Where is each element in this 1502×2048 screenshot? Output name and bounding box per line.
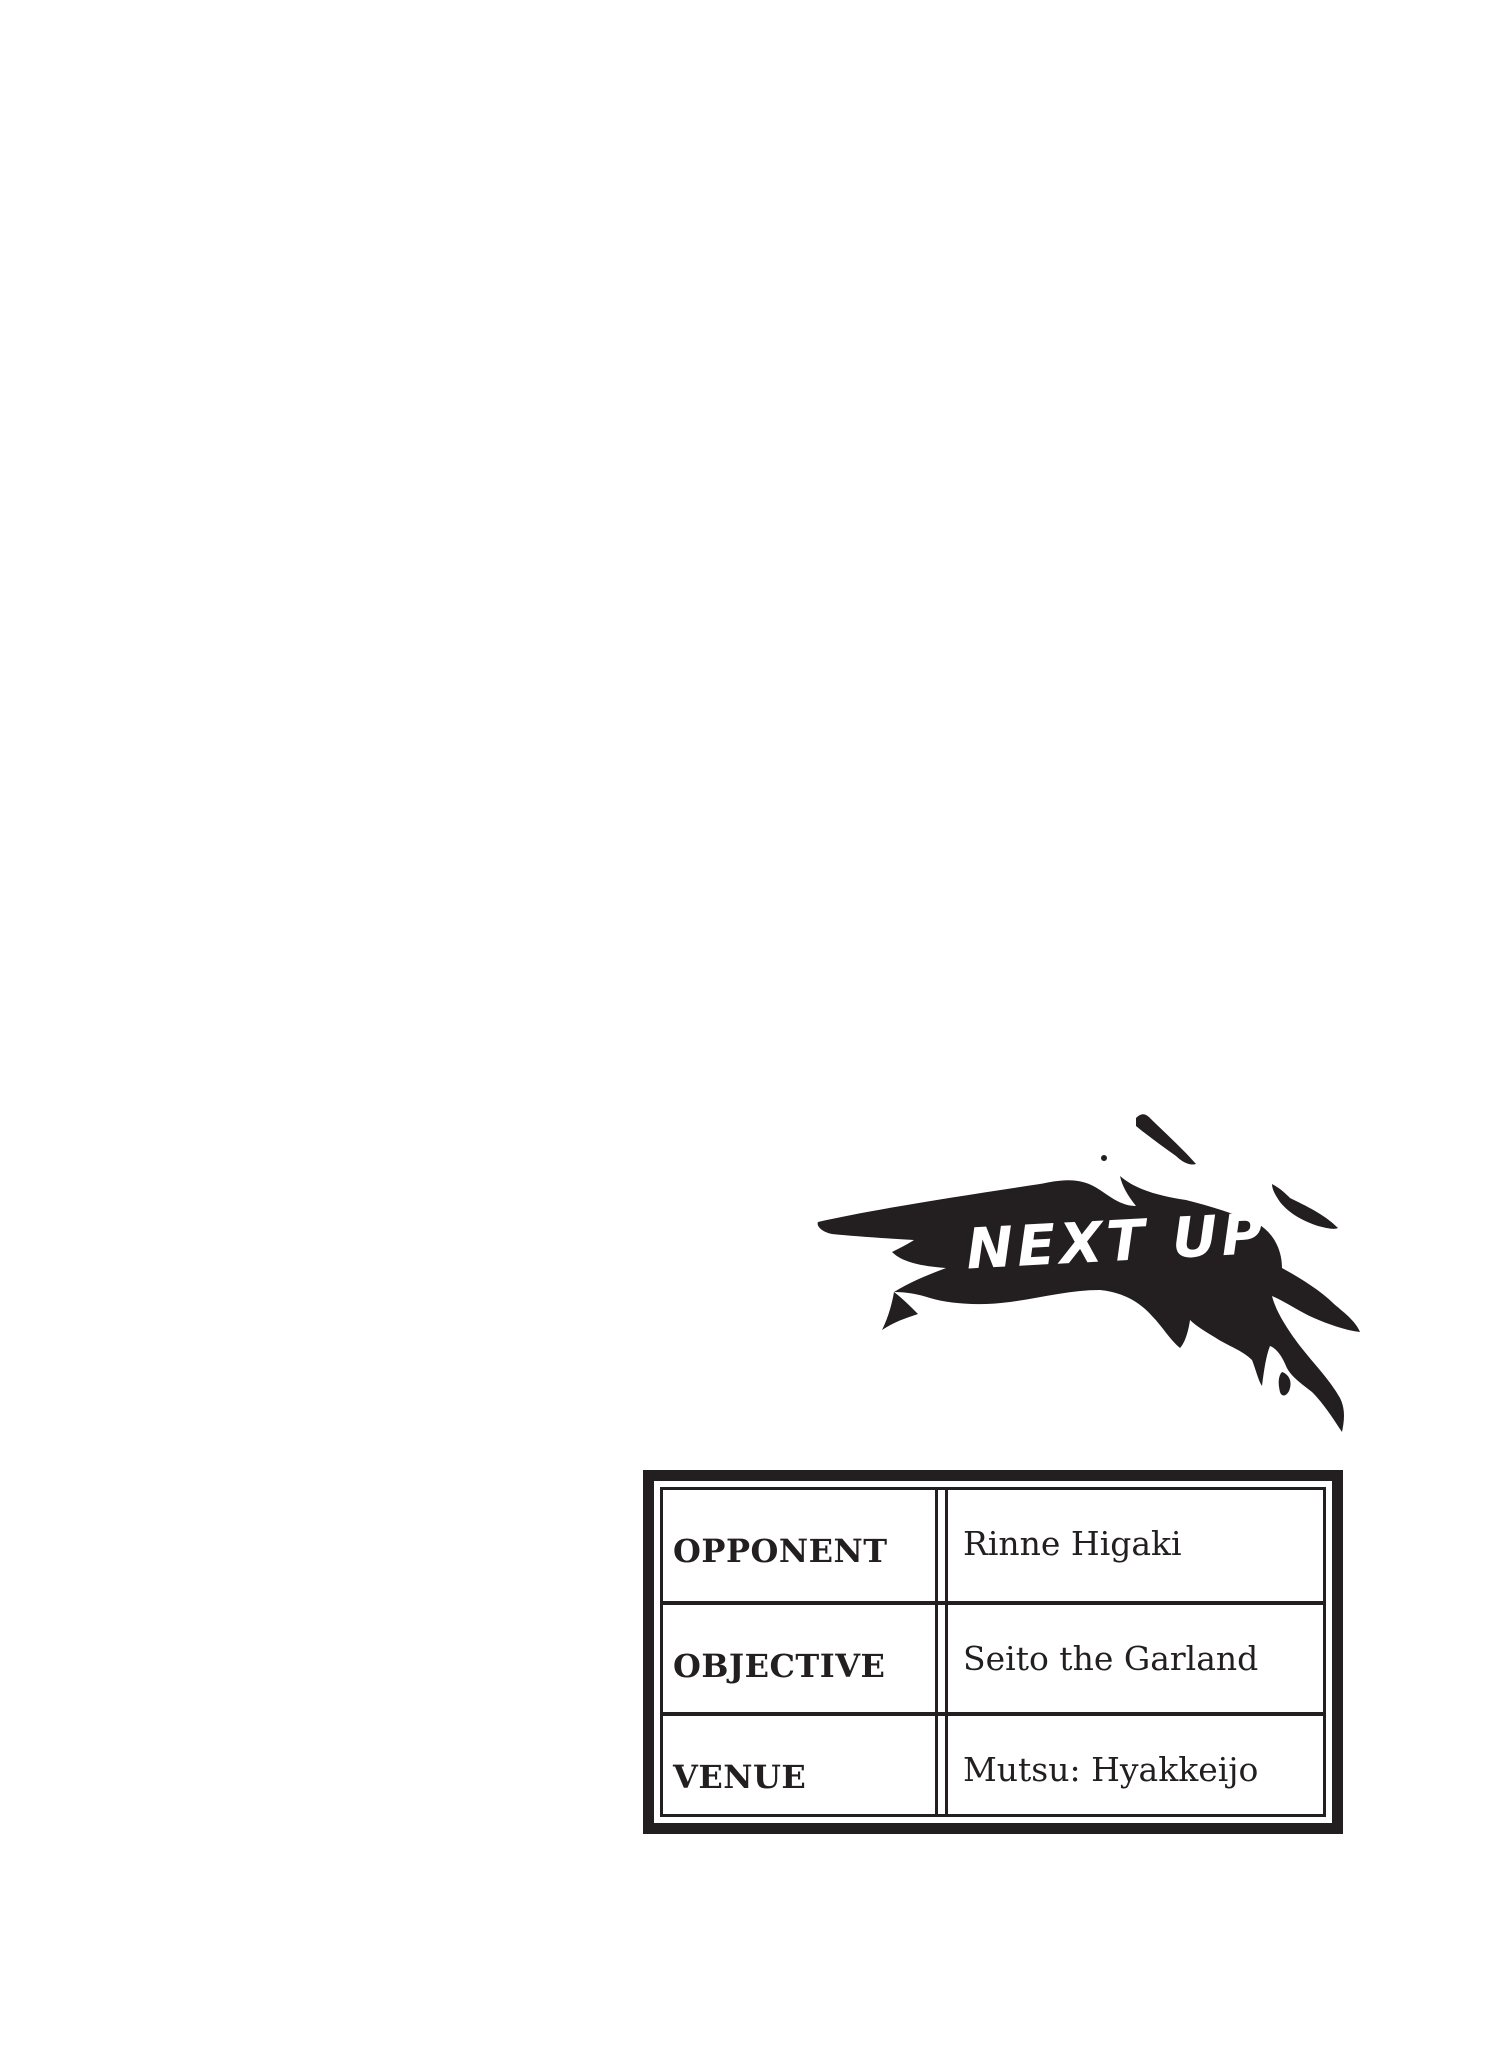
ink-splinter-right <box>1272 1184 1338 1229</box>
ink-tail <box>882 1292 918 1330</box>
info-row-objective: OBJECTIVE Seito the Garland <box>663 1601 1323 1712</box>
info-label-objective: OBJECTIVE <box>673 1647 886 1685</box>
info-value-objective: Seito the Garland <box>963 1639 1259 1678</box>
info-value-venue: Mutsu: Hyakkeijo <box>963 1750 1259 1789</box>
column-divider <box>945 1490 948 1814</box>
next-up-title: NEXT UP <box>965 1202 1269 1283</box>
info-label-opponent: OPPONENT <box>673 1532 888 1570</box>
info-row-venue: VENUE Mutsu: Hyakkeijo <box>663 1712 1323 1823</box>
info-value-opponent: Rinne Higaki <box>963 1524 1182 1563</box>
ink-drip <box>1278 1372 1291 1396</box>
ink-brush-stroke <box>817 1176 1360 1432</box>
info-table: OPPONENT Rinne Higaki OBJECTIVE Seito th… <box>643 1470 1343 1834</box>
info-label-venue: VENUE <box>673 1758 807 1796</box>
ink-dot <box>1101 1155 1107 1161</box>
info-table-inner: OPPONENT Rinne Higaki OBJECTIVE Seito th… <box>660 1487 1326 1817</box>
info-row-opponent: OPPONENT Rinne Higaki <box>663 1490 1323 1601</box>
column-divider <box>935 1490 938 1814</box>
ink-splinter-top <box>1136 1114 1196 1165</box>
